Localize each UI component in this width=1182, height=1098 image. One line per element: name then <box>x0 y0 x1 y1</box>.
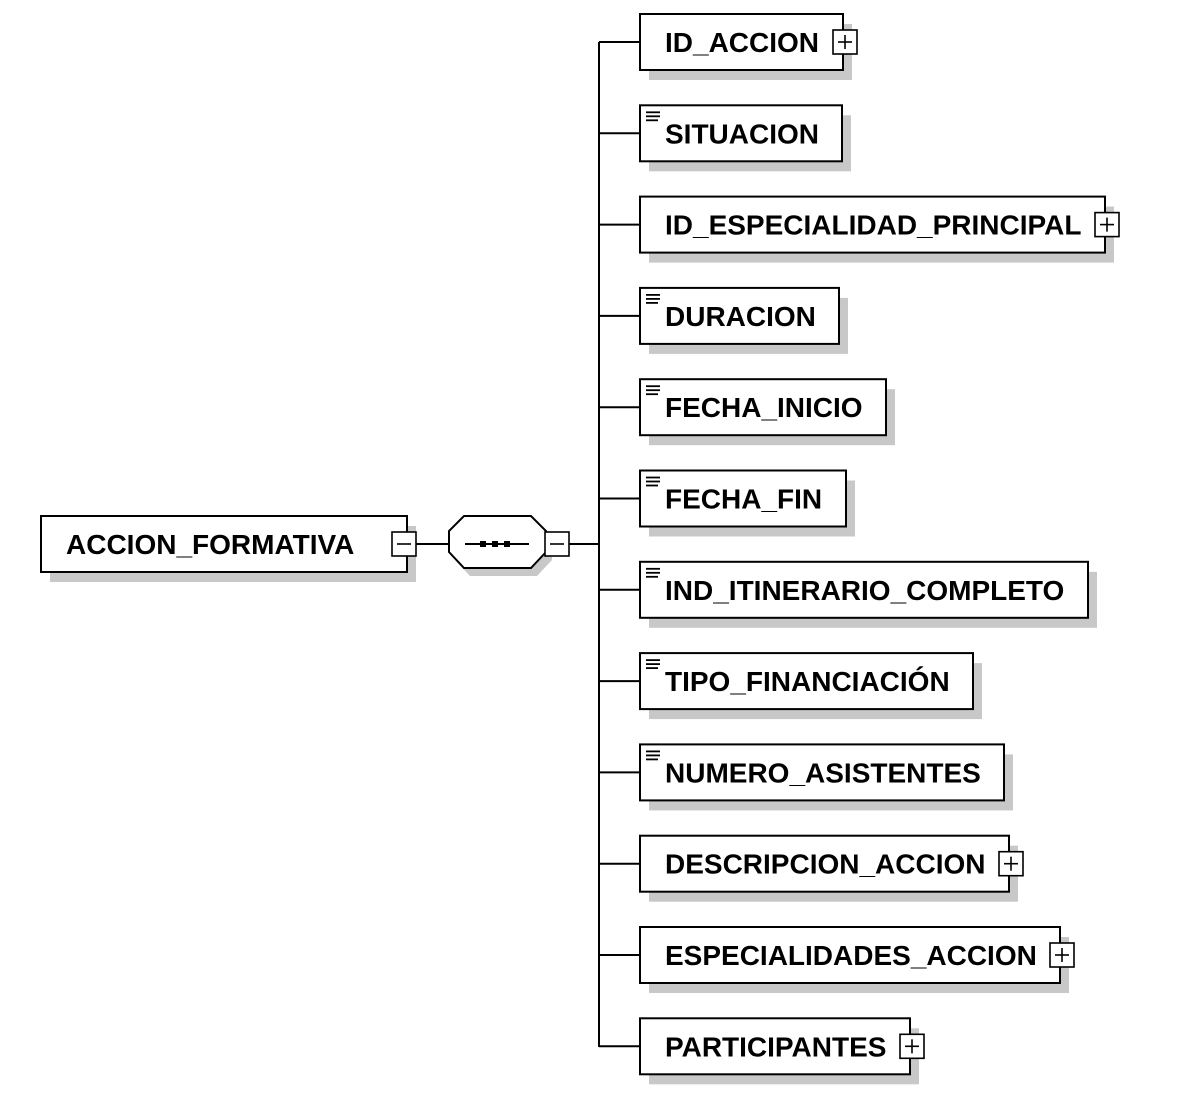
element-label: DURACION <box>665 301 816 332</box>
element-node-descripcion-accion[interactable]: DESCRIPCION_ACCION <box>599 834 1024 902</box>
simple-type-icon <box>646 567 660 578</box>
element-label: PARTICIPANTES <box>665 1031 886 1062</box>
element-node-fecha-fin[interactable]: FECHA_FIN <box>599 469 855 537</box>
element-node-id-especialidad-principal[interactable]: ID_ESPECIALIDAD_PRINCIPAL <box>599 195 1120 263</box>
expand-icon[interactable] <box>899 1033 925 1060</box>
root-collapse-icon[interactable] <box>391 531 417 557</box>
simple-type-icon <box>646 750 660 761</box>
element-label: NUMERO_ASISTENTES <box>665 757 981 788</box>
element-node-id-accion[interactable]: ID_ACCION <box>599 13 858 80</box>
root-element[interactable]: ACCION_FORMATIVA <box>40 515 416 582</box>
element-label: ESPECIALIDADES_ACCION <box>665 940 1037 971</box>
element-node-participantes[interactable]: PARTICIPANTES <box>599 1017 925 1085</box>
simple-type-icon <box>646 293 660 304</box>
simple-type-icon <box>646 111 660 122</box>
element-label: FECHA_FIN <box>665 484 822 515</box>
element-label: SITUACION <box>665 118 819 149</box>
element-label: FECHA_INICIO <box>665 392 863 423</box>
element-node-ind-itinerario-completo[interactable]: IND_ITINERARIO_COMPLETO <box>599 560 1097 628</box>
element-label: DESCRIPCION_ACCION <box>665 849 985 880</box>
element-node-numero-asistentes[interactable]: NUMERO_ASISTENTES <box>599 743 1013 811</box>
element-node-especialidades-accion[interactable]: ESPECIALIDADES_ACCION <box>599 926 1075 993</box>
sequence-icon <box>465 541 529 547</box>
sequence-collapse-icon[interactable] <box>544 531 570 557</box>
simple-type-icon <box>646 385 660 396</box>
element-label: TIPO_FINANCIACIÓN <box>665 666 950 697</box>
expand-icon[interactable] <box>998 850 1024 877</box>
element-label: ID_ACCION <box>665 27 819 58</box>
element-node-fecha-inicio[interactable]: FECHA_INICIO <box>599 378 895 446</box>
children-group: ID_ACCION SITUACION ID_ESPECIALIDAD_PRINCI… <box>599 13 1120 1085</box>
simple-type-icon <box>646 476 660 487</box>
root-element-label: ACCION_FORMATIVA <box>66 529 354 560</box>
element-node-duracion[interactable]: DURACION <box>599 286 848 354</box>
expand-icon[interactable] <box>1094 211 1120 238</box>
element-label: ID_ESPECIALIDAD_PRINCIPAL <box>665 210 1081 241</box>
element-label: IND_ITINERARIO_COMPLETO <box>665 575 1064 606</box>
element-node-situacion[interactable]: SITUACION <box>599 104 851 172</box>
sequence-compositor[interactable] <box>448 515 552 576</box>
element-node-tipo-financiaci-n[interactable]: TIPO_FINANCIACIÓN <box>599 652 982 720</box>
expand-icon[interactable] <box>1049 942 1075 968</box>
expand-icon[interactable] <box>832 29 858 55</box>
simple-type-icon <box>646 659 660 669</box>
